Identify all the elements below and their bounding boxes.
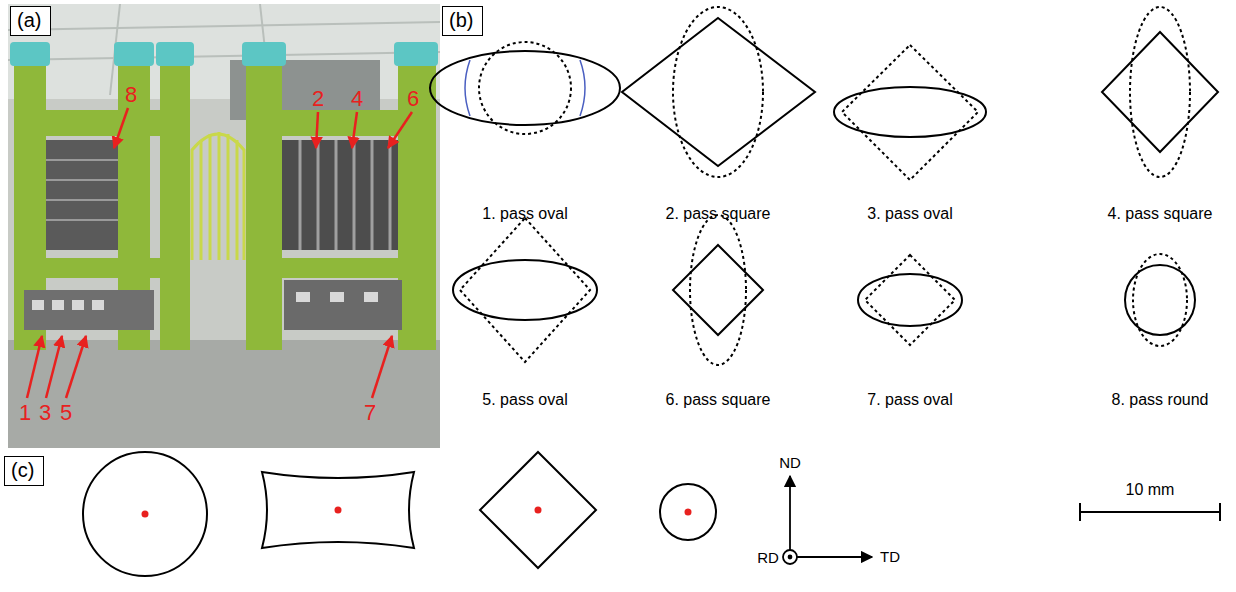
guard-cage	[192, 132, 244, 260]
pass-4	[1102, 7, 1218, 177]
pass-caption: 1. pass oval	[482, 205, 567, 223]
pass-caption: 3. pass oval	[867, 205, 952, 223]
scale-label: 10 mm	[1126, 481, 1175, 499]
callout-number: 2	[312, 87, 324, 111]
callout-number: 5	[60, 401, 72, 425]
floor	[8, 340, 440, 448]
pass-caption: 6. pass square	[666, 391, 771, 409]
pass-5	[453, 218, 597, 362]
scale-bar	[1080, 503, 1220, 521]
axis-label: TD	[880, 549, 900, 566]
panel-label-text: (b)	[449, 8, 476, 32]
callout-arrows	[27, 108, 412, 398]
axis-label: ND	[779, 455, 801, 472]
pass-1	[430, 42, 620, 134]
rolls	[46, 140, 398, 250]
pass-2	[622, 7, 815, 177]
stand-frames	[14, 60, 436, 350]
panel-label: (a)	[10, 6, 51, 36]
pass-6	[673, 215, 763, 365]
pass-8	[1125, 254, 1195, 346]
pass-caption: 5. pass oval	[482, 391, 567, 409]
photo-ground	[8, 4, 440, 448]
callout-number: 6	[407, 87, 419, 111]
round-section	[660, 484, 716, 540]
panel-label: (c)	[4, 456, 44, 486]
cross-sections	[83, 452, 716, 576]
pass-caption: 2. pass square	[666, 205, 771, 223]
callout-number: 8	[125, 83, 137, 107]
roll-guides	[24, 280, 402, 330]
callout-number: 7	[364, 401, 376, 425]
mill-photo	[8, 4, 440, 448]
pass-caption: 7. pass oval	[867, 391, 952, 409]
center-dots	[142, 507, 692, 518]
panel-label: (b)	[442, 6, 483, 36]
oval-section	[262, 472, 414, 548]
pass-shapes	[430, 7, 1218, 365]
pass-3	[834, 45, 986, 180]
pass-caption: 8. pass round	[1112, 391, 1209, 409]
axes	[783, 476, 872, 564]
panel-label-text: (a)	[17, 8, 44, 32]
callout-number: 1	[19, 401, 31, 425]
panel-label-text: (c)	[11, 458, 37, 482]
axis-label: RD	[757, 550, 779, 567]
stand-caps	[10, 42, 438, 66]
initial-section	[83, 452, 207, 576]
callout-number: 4	[351, 87, 363, 111]
pass-caption: 4. pass square	[1108, 205, 1213, 223]
square-section	[480, 452, 596, 568]
callout-number: 3	[39, 401, 51, 425]
pass-7	[858, 255, 962, 345]
